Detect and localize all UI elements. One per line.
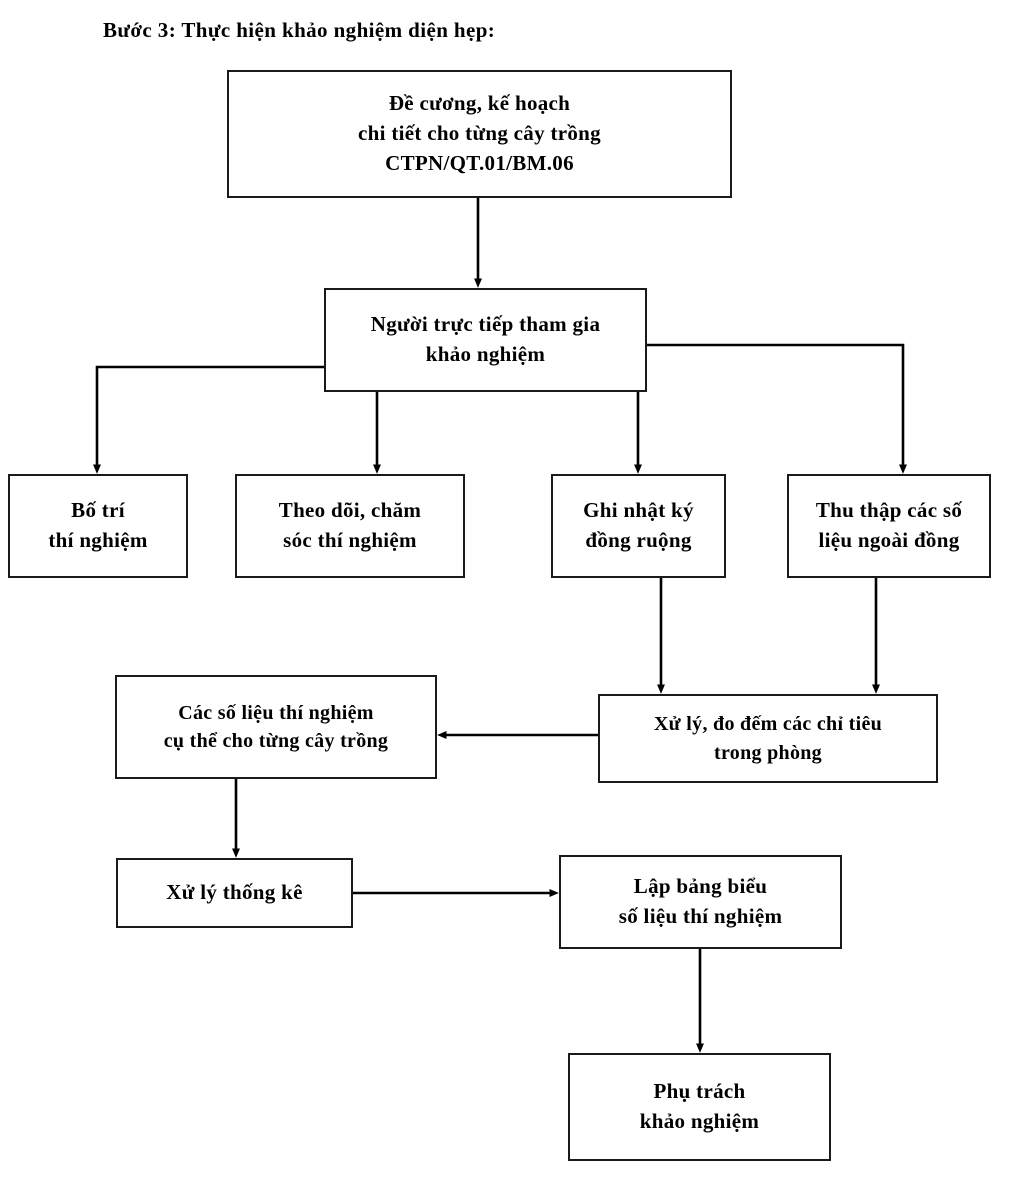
node-nguoi-truc-tiep-tham-gia[interactable]: Người trực tiếp tham gia khảo nghiệm [324, 288, 647, 392]
node-line: Người trực tiếp tham gia [370, 312, 601, 337]
node-line: trong phòng [714, 741, 822, 764]
node-line: liệu ngoài đồng [818, 528, 960, 552]
node-line: cụ thể cho từng cây trồng [163, 730, 389, 752]
edge-nguoi-to-botri [93, 365, 324, 474]
node-line: CTPN/QT.01/BM.06 [385, 150, 574, 175]
node-line: chi tiết cho từng cây trồng [358, 121, 601, 146]
node-ghi-nhat-ky-dong-ruong[interactable]: Ghi nhật ký đồng ruộng [551, 474, 726, 578]
node-line: số liệu thí nghiệm [618, 904, 783, 928]
node-line: Theo dõi, chăm [278, 498, 422, 523]
page-title: Bước 3: Thực hiện khảo nghiệm diện hẹp: [103, 18, 496, 42]
node-line: sóc thí nghiệm [283, 528, 417, 552]
node-xu-ly-thong-ke[interactable]: Xử lý thống kê [116, 858, 353, 928]
node-line: Xử lý, đo đếm các chỉ tiêu [653, 713, 883, 736]
node-line: thí nghiệm [48, 528, 148, 552]
node-lap-bang-bieu-so-lieu[interactable]: Lập bảng biểu số liệu thí nghiệm [559, 855, 842, 949]
node-line: Đề cương, kế hoạch [388, 91, 571, 116]
node-line: Xử lý thống kê [166, 880, 303, 905]
node-theo-doi-cham-soc[interactable]: Theo dõi, chăm sóc thí nghiệm [235, 474, 465, 578]
node-cac-so-lieu-thi-nghiem[interactable]: Các số liệu thí nghiệm cụ thể cho từng c… [115, 675, 437, 779]
node-phu-trach-khao-nghiem[interactable]: Phụ trách khảo nghiệm [568, 1053, 831, 1161]
node-line: Lập bảng biểu [633, 874, 768, 899]
edge-nguoi-to-thuthap [647, 343, 907, 474]
node-line: Thu thập các số [815, 498, 963, 523]
node-de-cuong-ke-hoach[interactable]: Đề cương, kế hoạch chi tiết cho từng cây… [227, 70, 732, 198]
node-line: Ghi nhật ký [583, 498, 694, 523]
node-line: khảo nghiệm [639, 1109, 760, 1133]
node-bo-tri-thi-nghiem[interactable]: Bố trí thí nghiệm [8, 474, 188, 578]
node-thu-thap-so-lieu-ngoai-dong[interactable]: Thu thập các số liệu ngoài đồng [787, 474, 991, 578]
node-line: Phụ trách [653, 1079, 746, 1104]
node-xu-ly-do-dem-chi-tieu[interactable]: Xử lý, đo đếm các chỉ tiêu trong phòng [598, 694, 938, 783]
node-line: đồng ruộng [585, 528, 692, 552]
node-line: Các số liệu thí nghiệm [178, 701, 374, 724]
node-line: khảo nghiệm [425, 342, 546, 366]
node-line: Bố trí [71, 498, 125, 523]
